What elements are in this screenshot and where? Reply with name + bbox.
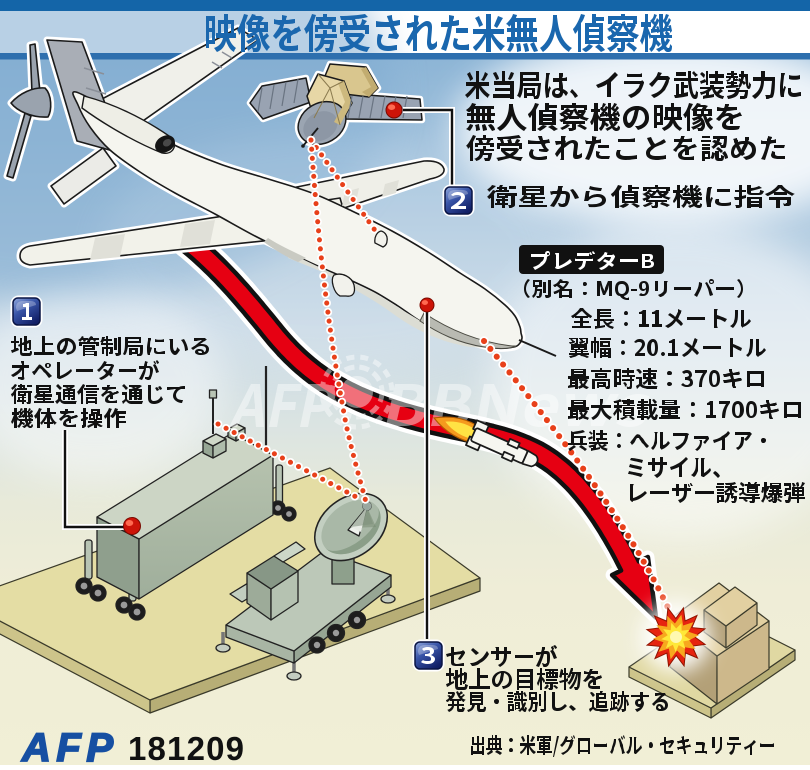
svg-text:AFP: AFP bbox=[21, 726, 113, 765]
svg-text:181209: 181209 bbox=[128, 730, 244, 765]
